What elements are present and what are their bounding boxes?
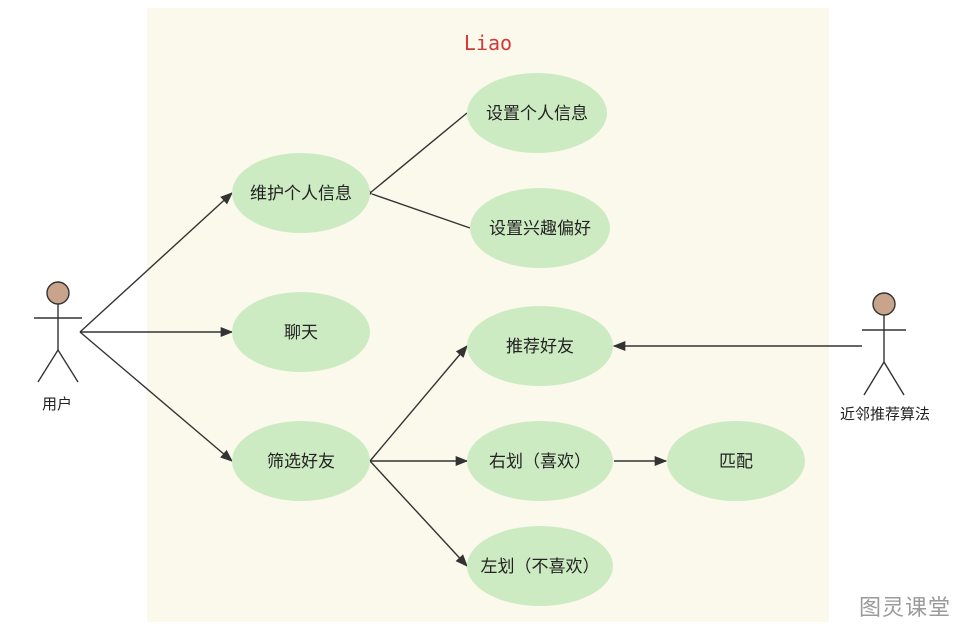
usecase-maintain-profile-label: 维护个人信息 xyxy=(250,184,352,204)
usecase-recommend-friends-label: 推荐好友 xyxy=(506,337,574,357)
usecase-match-label: 匹配 xyxy=(719,452,753,472)
usecase-recommend-friends[interactable]: 推荐好友 xyxy=(467,306,613,386)
actor-algorithm-head xyxy=(872,292,896,316)
usecase-maintain-profile[interactable]: 维护个人信息 xyxy=(232,153,370,233)
edge-filter-recommend xyxy=(369,345,468,462)
usecase-swipe-right[interactable]: 右划（喜欢） xyxy=(467,421,613,501)
actor-user-label: 用户 xyxy=(42,395,72,413)
usecase-swipe-right-label: 右划（喜欢） xyxy=(489,452,591,472)
usecase-swipe-left-label: 左划（不喜欢） xyxy=(481,557,600,577)
edge-set-profile-include xyxy=(360,112,468,202)
usecase-filter-friends-label: 筛选好友 xyxy=(267,452,335,472)
usecase-set-interests-label: 设置兴趣偏好 xyxy=(489,219,591,239)
usecase-swipe-left[interactable]: 左划（不喜欢） xyxy=(467,526,613,606)
usecase-set-profile[interactable]: 设置个人信息 xyxy=(467,73,607,153)
actor-user-head xyxy=(46,281,70,305)
system-title: Liao xyxy=(464,31,512,55)
actor-algorithm-label: 近邻推荐算法 xyxy=(840,405,930,423)
usecase-filter-friends[interactable]: 筛选好友 xyxy=(232,421,370,501)
usecase-match[interactable]: 匹配 xyxy=(667,421,805,501)
watermark: 图灵课堂 xyxy=(858,596,951,621)
edge-user-filter xyxy=(79,331,233,462)
edge-set-interests-include xyxy=(360,187,471,229)
actor-user[interactable] xyxy=(34,281,82,383)
usecase-chat-label: 聊天 xyxy=(284,323,318,343)
usecase-set-interests[interactable]: 设置兴趣偏好 xyxy=(470,188,610,268)
usecase-chat[interactable]: 聊天 xyxy=(232,292,370,372)
edge-user-maintain-profile xyxy=(79,192,233,333)
actor-algorithm[interactable] xyxy=(862,292,906,396)
usecase-set-profile-label: 设置个人信息 xyxy=(486,104,588,124)
edge-filter-swipe-left xyxy=(369,460,468,567)
